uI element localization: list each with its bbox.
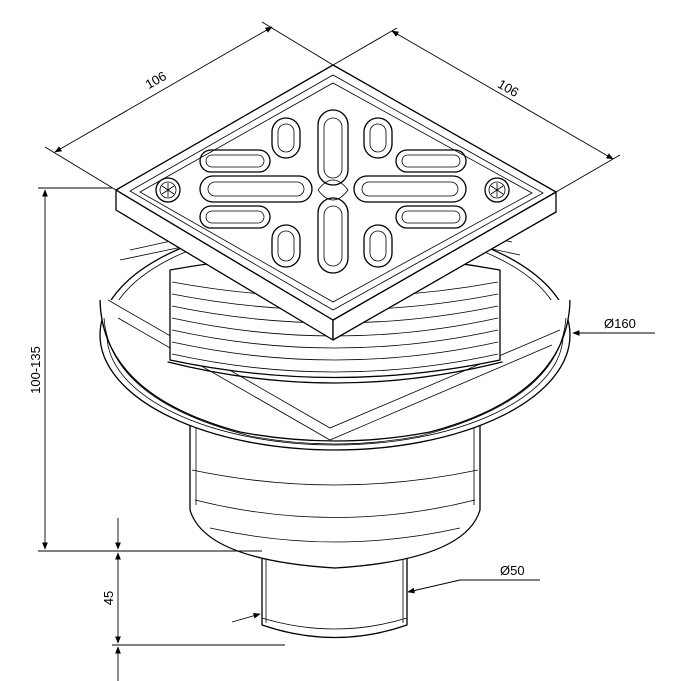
dimension-flange-diameter: Ø160 xyxy=(572,316,655,336)
dimension-outlet-diameter: Ø50 xyxy=(407,563,540,594)
screw-right xyxy=(484,177,510,203)
dim-label-106-right: 106 xyxy=(495,76,521,100)
dim-label-160: Ø160 xyxy=(604,316,636,331)
outlet-pipe xyxy=(261,547,408,639)
dim-label-100-135: 100-135 xyxy=(28,346,43,394)
drain-body xyxy=(189,409,481,569)
dimension-grate-width-right: 106 xyxy=(332,27,621,193)
grate-slots-left xyxy=(199,149,313,229)
dimension-outlet-length: 45 xyxy=(101,518,285,681)
grate-slots-bottom xyxy=(271,197,393,274)
dim-label-50: Ø50 xyxy=(500,563,525,578)
screw-left xyxy=(155,177,181,203)
dimension-height-range: 100-135 xyxy=(28,187,262,552)
dimension-grate-width-left: 106 xyxy=(44,21,334,191)
dim-label-45: 45 xyxy=(101,591,116,605)
